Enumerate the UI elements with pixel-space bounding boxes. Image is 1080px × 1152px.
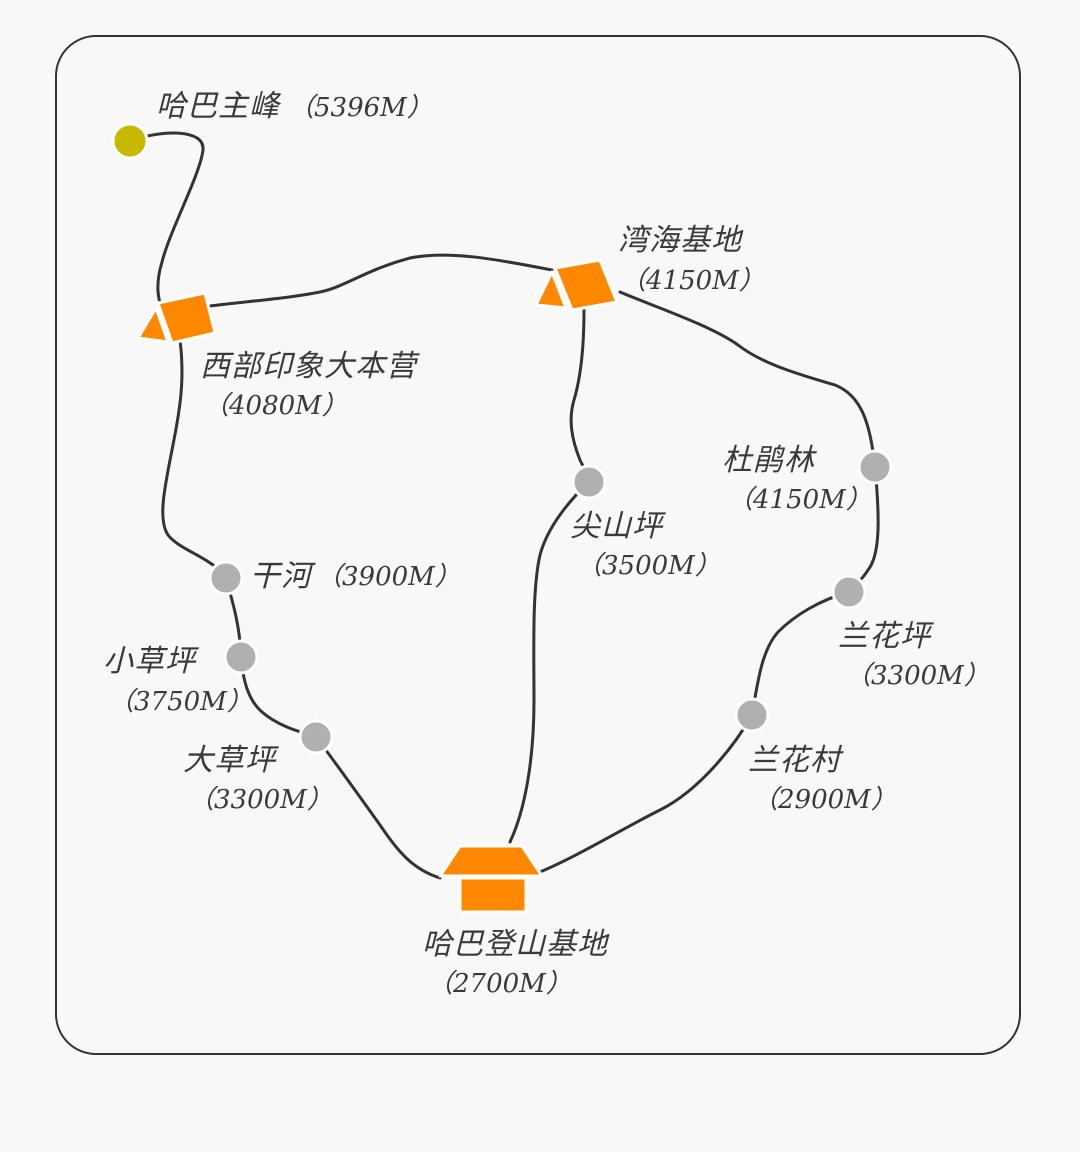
trail-wanhai-to-dupenglin (618, 290, 877, 469)
base-camp-house-icon (438, 844, 544, 914)
waypoint-lanhuaping-dot (831, 574, 867, 610)
trail-jianshanping-to-base (508, 480, 591, 844)
dupenglin-name: 杜鹃林 (722, 443, 815, 478)
wanhai-camp-tent-icon (534, 258, 619, 312)
wanhai-camp-elevation: （4150M） (620, 266, 765, 296)
waypoint-lanhuacun-dot (734, 697, 770, 733)
trail-lanhuacun-to-base (538, 713, 754, 874)
waypoint-dacaoping-dot (298, 719, 334, 755)
trail-dacaoping-to-base (314, 735, 442, 880)
summit-elevation: （5396M） (288, 93, 433, 123)
ganhe-elevation: （3900M） (316, 562, 461, 592)
lanhuacun-name: 兰花村 (748, 743, 841, 778)
waypoint-xiaocaoping-dot (223, 639, 259, 675)
trail-lanhuaping-to-lanhuacun (750, 590, 851, 717)
base-camp-name: 哈巴登山基地 (422, 927, 608, 962)
map-frame (55, 35, 1021, 1055)
waypoint-dupenglin-dot (857, 449, 893, 485)
dacaoping-elevation: （3300M） (188, 785, 333, 815)
waypoint-jianshanping-dot (571, 464, 607, 500)
summit-name: 哈巴主峰 (156, 89, 280, 124)
lanhuacun-elevation: （2900M） (752, 785, 897, 815)
summit-dot (111, 122, 149, 160)
lanhuaping-name: 兰花坪 (838, 619, 931, 654)
trail-summit-to-western-camp (128, 131, 205, 314)
xiaocaoping-name: 小草坪 (103, 644, 196, 679)
lanhuaping-elevation: （3300M） (845, 661, 990, 691)
wanhai-camp-name: 湾海基地 (618, 223, 742, 258)
jianshanping-name: 尖山坪 (570, 509, 663, 544)
xiaocaoping-elevation: （3750M） (108, 687, 253, 717)
ganhe-name: 干河 (250, 559, 312, 594)
western-camp-tent-icon (136, 291, 217, 345)
dupenglin-elevation: （4150M） (727, 485, 872, 515)
western-camp-name: 西部印象大本营 (200, 349, 417, 384)
western-camp-elevation: （4080M） (203, 391, 348, 421)
trail-western-camp-to-ganhe (161, 338, 227, 577)
waypoint-ganhe-dot (208, 560, 244, 596)
trail-western-camp-to-wanhai (208, 253, 554, 308)
jianshanping-elevation: （3500M） (576, 551, 721, 581)
dacaoping-name: 大草坪 (183, 743, 276, 778)
base-camp-elevation: （2700M） (427, 969, 572, 999)
